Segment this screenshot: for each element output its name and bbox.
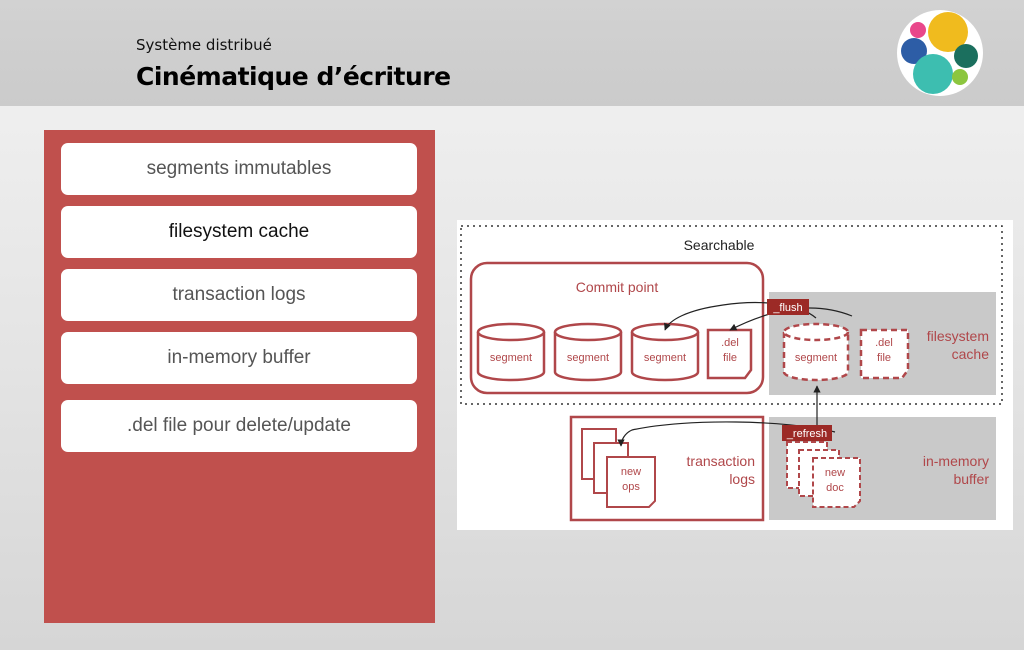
del-file-cache	[859, 328, 910, 380]
refresh-tag	[782, 425, 832, 441]
new-ops-page	[606, 456, 656, 508]
cache-del-label-2: file	[877, 352, 891, 364]
cache-del-label-1: .del	[875, 337, 893, 349]
del-file-label-2: file	[723, 352, 737, 364]
in-memory-buffer-label-2: buffer	[953, 471, 989, 487]
refresh-label: _refresh	[786, 428, 827, 440]
searchable-boundary	[460, 225, 1003, 405]
list-item-filesystem-cache: filesystem cache	[61, 206, 417, 258]
segment-cylinder-3	[630, 322, 700, 382]
new-doc-label-2: doc	[826, 482, 844, 494]
segment-label-2: segment	[567, 352, 609, 364]
list-item-transaction-logs: transaction logs	[61, 269, 417, 321]
filesystem-cache-label-2: cache	[952, 346, 990, 362]
segment-label-3: segment	[644, 352, 686, 364]
slide-title: Cinématique d’écriture	[136, 62, 451, 91]
flush-tag	[767, 299, 809, 315]
segment-label-1: segment	[490, 352, 532, 364]
slide-subtitle: Système distribué	[136, 36, 272, 54]
cache-segment-label: segment	[795, 352, 837, 364]
new-doc-page	[812, 457, 861, 508]
topic-list-panel: segments immutables filesystem cache tra…	[44, 130, 435, 623]
elastic-logo-icon	[897, 10, 983, 96]
in-memory-buffer-label-1: in-memory	[923, 453, 989, 469]
del-file-label-1: .del	[721, 337, 739, 349]
list-item-segments: segments immutables	[61, 143, 417, 195]
searchable-label: Searchable	[684, 237, 755, 253]
write-path-diagram: Searchable Commit point segment segment …	[457, 220, 1013, 530]
list-item-in-memory-buffer: in-memory buffer	[61, 332, 417, 384]
new-ops-label-2: ops	[622, 481, 640, 493]
list-item-del-file: .del file pour delete/update	[61, 400, 417, 452]
del-file-committed	[706, 328, 753, 380]
transaction-log-label-2: logs	[729, 471, 755, 487]
new-doc-label-1: new	[825, 467, 845, 479]
flush-label: _flush	[772, 302, 802, 314]
transaction-log-label-1: transaction	[687, 453, 755, 469]
filesystem-cache-label-1: filesystem	[927, 328, 989, 344]
segment-cylinder-1	[476, 322, 546, 382]
cache-segment-cylinder	[782, 322, 850, 382]
new-ops-label-1: new	[621, 466, 641, 478]
commit-point-label: Commit point	[576, 279, 659, 295]
slide-header: Système distribué Cinématique d’écriture	[0, 0, 1024, 106]
segment-cylinder-2	[553, 322, 623, 382]
